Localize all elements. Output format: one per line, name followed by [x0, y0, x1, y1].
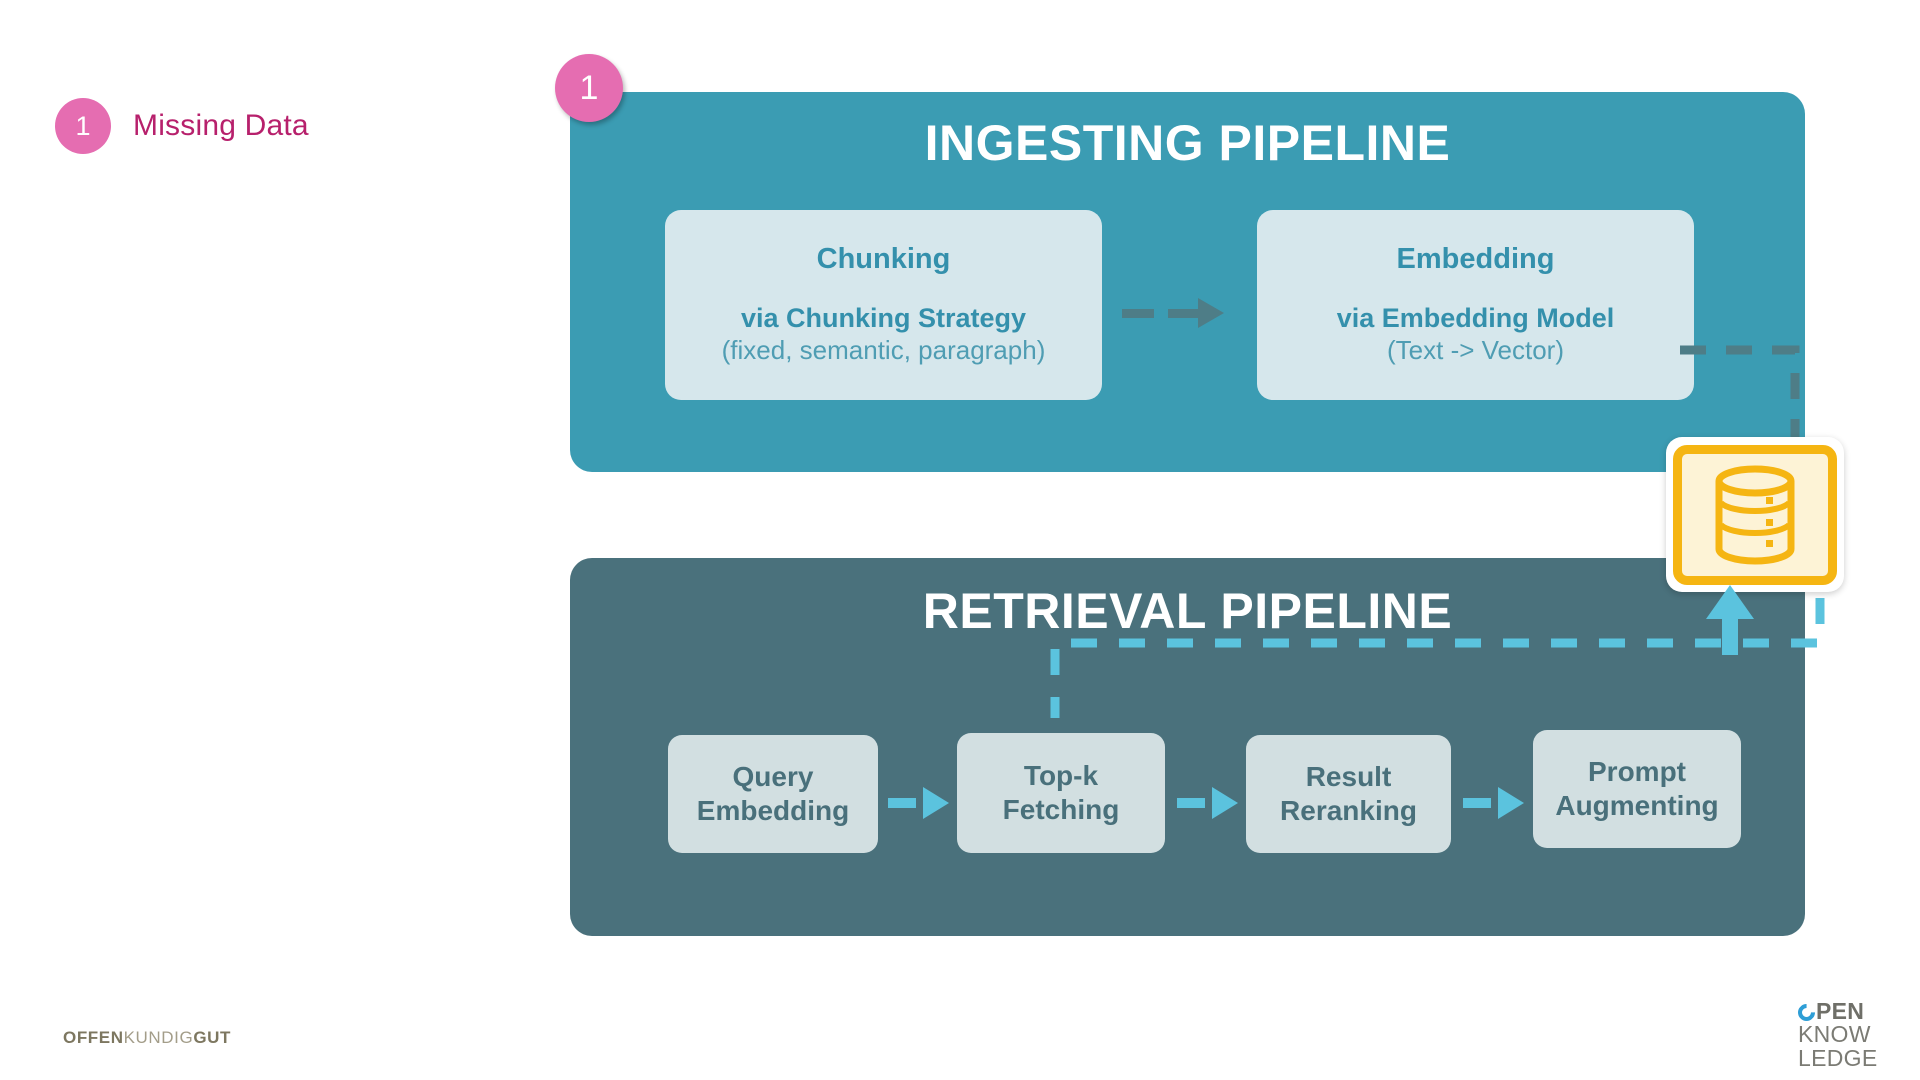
database-icon — [1715, 465, 1795, 564]
arrow-dash-segment — [1177, 798, 1205, 808]
callout-badge: 1 — [55, 98, 111, 154]
callout-label: Missing Data — [133, 109, 309, 142]
ingesting-pipeline-badge: 1 — [555, 54, 623, 122]
connector-retrieval-to-database-arrow — [1706, 585, 1754, 655]
stage-subtitle-bold-chunking: via Chunking Strategy — [740, 303, 1027, 334]
stage-line1: Top-k — [1023, 759, 1099, 791]
logo-line-ledge: LEDGE — [1798, 1044, 1878, 1071]
arrow-query-to-topk — [888, 787, 949, 819]
logo-part-offen: OFFEN — [63, 1028, 124, 1047]
stage-box-result-reranking: Result Reranking — [1246, 735, 1451, 853]
arrow-shaft — [1722, 615, 1738, 655]
arrow-chunking-to-embedding — [1122, 298, 1224, 328]
stage-subtitle-light-chunking: (fixed, semantic, paragraph) — [721, 335, 1046, 366]
datastore-frame — [1673, 444, 1837, 585]
connector-dashed-path — [1050, 598, 1825, 718]
stage-line2: Augmenting — [1555, 790, 1719, 821]
logo-part-pen: PEN — [1816, 998, 1865, 1024]
logo-line-know: KNOW — [1798, 1021, 1871, 1048]
arrow-head-icon — [1198, 298, 1224, 328]
retrieval-pipeline-title: RETRIEVAL PIPELINE — [922, 583, 1453, 639]
logo-part-kundig: KUNDIG — [123, 1028, 194, 1047]
ingesting-pipeline-title: INGESTING PIPELINE — [924, 115, 1451, 171]
arrow-head-icon — [1706, 585, 1754, 619]
arrow-dash-segment — [888, 798, 916, 808]
logo-line-open: PEN — [1794, 998, 1877, 1025]
stage-box-chunking: Chunking via Chunking Strategy (fixed, s… — [665, 210, 1102, 400]
stage-subtitle-light-embedding: (Text -> Vector) — [1387, 335, 1564, 366]
stage-title-chunking: Chunking — [816, 243, 951, 276]
arrow-head-icon — [923, 787, 949, 819]
connector-dashed-path — [1680, 345, 1800, 455]
arrow-reranking-to-prompt — [1463, 787, 1524, 819]
arrow-dash-segment — [1168, 308, 1198, 318]
stage-title-embedding: Embedding — [1396, 243, 1555, 276]
stage-box-embedding: Embedding via Embedding Model (Text -> V… — [1257, 210, 1694, 400]
stage-line1: Result — [1305, 760, 1392, 792]
arrow-dash-segment — [1463, 798, 1491, 808]
openknowledge-logo: PEN KNOW LEDGE — [1794, 998, 1878, 1071]
arrow-head-icon — [1498, 787, 1524, 819]
stage-line1: Query — [732, 760, 814, 792]
connector-database-to-topk — [1050, 598, 1825, 718]
stage-box-prompt-augmenting: Prompt Augmenting — [1533, 730, 1741, 848]
callout-missing-data: 1 Missing Data — [55, 98, 309, 154]
arrow-topk-to-reranking — [1177, 787, 1238, 819]
arrow-dash-segment — [1122, 308, 1154, 318]
ingesting-pipeline-panel: INGESTING PIPELINE Chunking via Chunking… — [570, 92, 1812, 485]
stage-line2: Reranking — [1280, 795, 1417, 826]
stage-box-query-embedding: Query Embedding — [668, 735, 878, 853]
arrow-head-icon — [1212, 787, 1238, 819]
stage-line2: Fetching — [1002, 794, 1120, 825]
datastore-card[interactable] — [1666, 437, 1844, 592]
stage-box-topk-fetching: Top-k Fetching — [957, 733, 1165, 853]
stage-line2: Embedding — [696, 795, 850, 826]
logo-part-gut: GUT — [193, 1028, 232, 1047]
stage-subtitle-bold-embedding: via Embedding Model — [1336, 303, 1615, 334]
offenkundiggut-logo: OFFENKUNDIGGUT — [63, 1028, 231, 1048]
stage-line1: Prompt — [1588, 755, 1686, 787]
